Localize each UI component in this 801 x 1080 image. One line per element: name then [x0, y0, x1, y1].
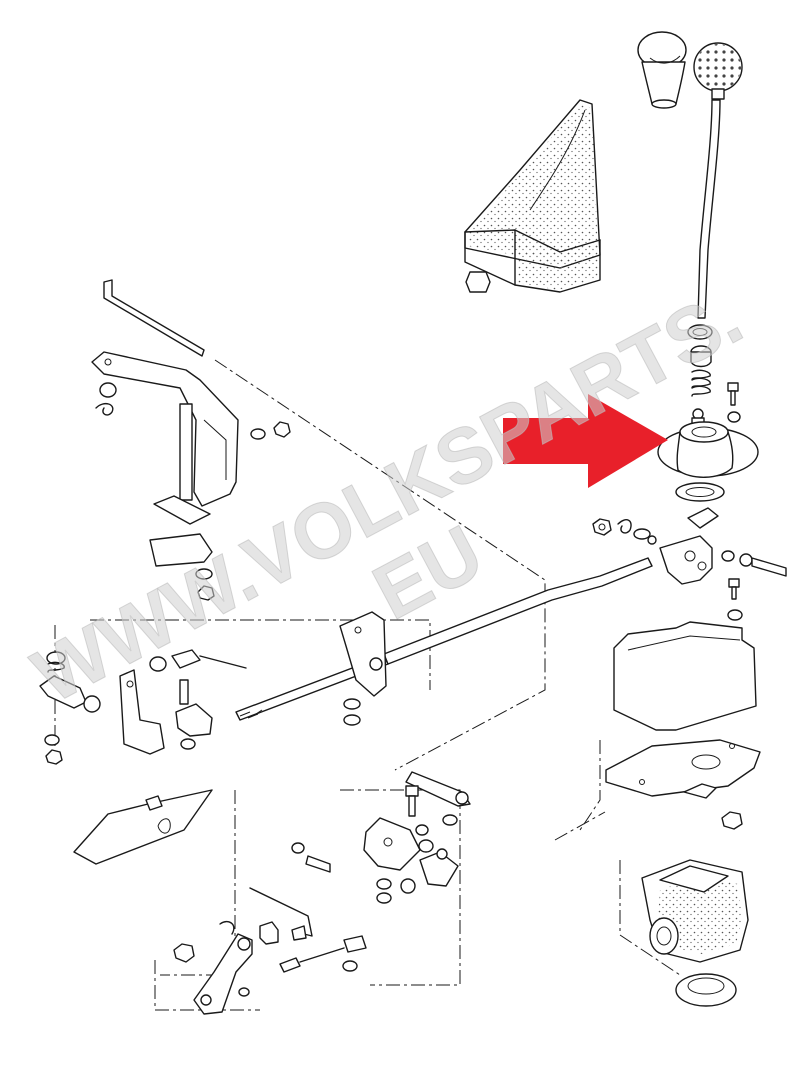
- shift-base-plate: [605, 739, 761, 799]
- gear-knob-smooth: [637, 31, 687, 109]
- circlip-ring: [687, 324, 713, 340]
- linkage-rod-upper: [103, 279, 205, 357]
- highlight-arrow: [503, 394, 668, 488]
- bushing: [690, 345, 712, 368]
- left-small-parts: [95, 382, 291, 601]
- main-shift-rod: [235, 557, 653, 721]
- shift-bracket-cover: [613, 621, 757, 731]
- left-lever: [119, 669, 165, 755]
- bracket-plate: [153, 495, 211, 525]
- left-washers: [44, 734, 196, 765]
- coupling-bolt: [721, 550, 787, 577]
- bracket-bolt: [727, 578, 743, 621]
- left-spring-stack: [46, 651, 66, 673]
- gear-shift-lever-housing[interactable]: [657, 408, 759, 478]
- lower-linkage-arm: [419, 848, 459, 887]
- spring: [691, 369, 711, 397]
- clip-pin: [617, 519, 657, 545]
- shift-tunnel-housing: [641, 859, 749, 963]
- housing-gasket: [675, 482, 725, 502]
- lower-bellcrank: [193, 920, 253, 1015]
- housing-bolt: [727, 382, 741, 423]
- lower-small-parts: [291, 814, 458, 904]
- left-link-arm: [39, 675, 101, 713]
- lower-cable-rod: [405, 771, 471, 807]
- left-clamp: [175, 679, 213, 737]
- bracket-shim: [149, 533, 213, 567]
- lever-bracket: [91, 351, 239, 507]
- rod-washer-stack: [343, 698, 361, 726]
- shift-coupling: [659, 507, 719, 585]
- rod-guide-bracket: [339, 611, 387, 697]
- lower-nuts: [173, 921, 279, 997]
- tunnel-grommet: [675, 973, 737, 1007]
- shift-lever-rod: [697, 99, 721, 319]
- lower-lever-bracket: [363, 817, 421, 871]
- shift-boot: [464, 99, 601, 293]
- base-plate-nut: [721, 811, 743, 830]
- lower-bolt: [405, 785, 419, 817]
- gear-knob-golf-ball: [693, 42, 743, 100]
- lower-link-rod: [249, 887, 313, 941]
- coupling-nut: [592, 518, 612, 536]
- boot-clip: [465, 271, 491, 293]
- floor-plate: [73, 789, 213, 865]
- left-cable-end: [149, 649, 247, 672]
- reference-lines: [54, 359, 681, 1011]
- lower-tie-rod: [279, 935, 367, 973]
